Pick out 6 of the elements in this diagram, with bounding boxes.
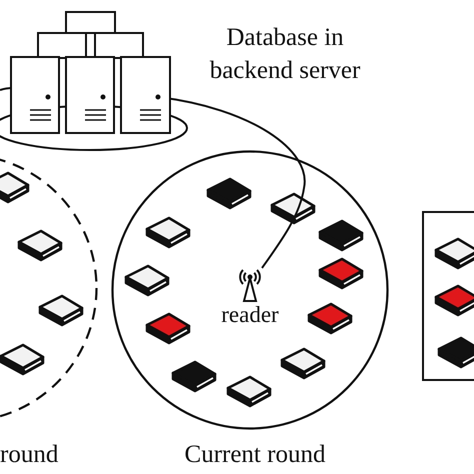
node-label: reader (220, 301, 280, 329)
range-circle (111, 150, 389, 430)
panel (422, 211, 474, 381)
node-label: Current round (184, 440, 326, 470)
node-label: Database in backend server (208, 23, 362, 86)
node-label: round (0, 440, 60, 470)
